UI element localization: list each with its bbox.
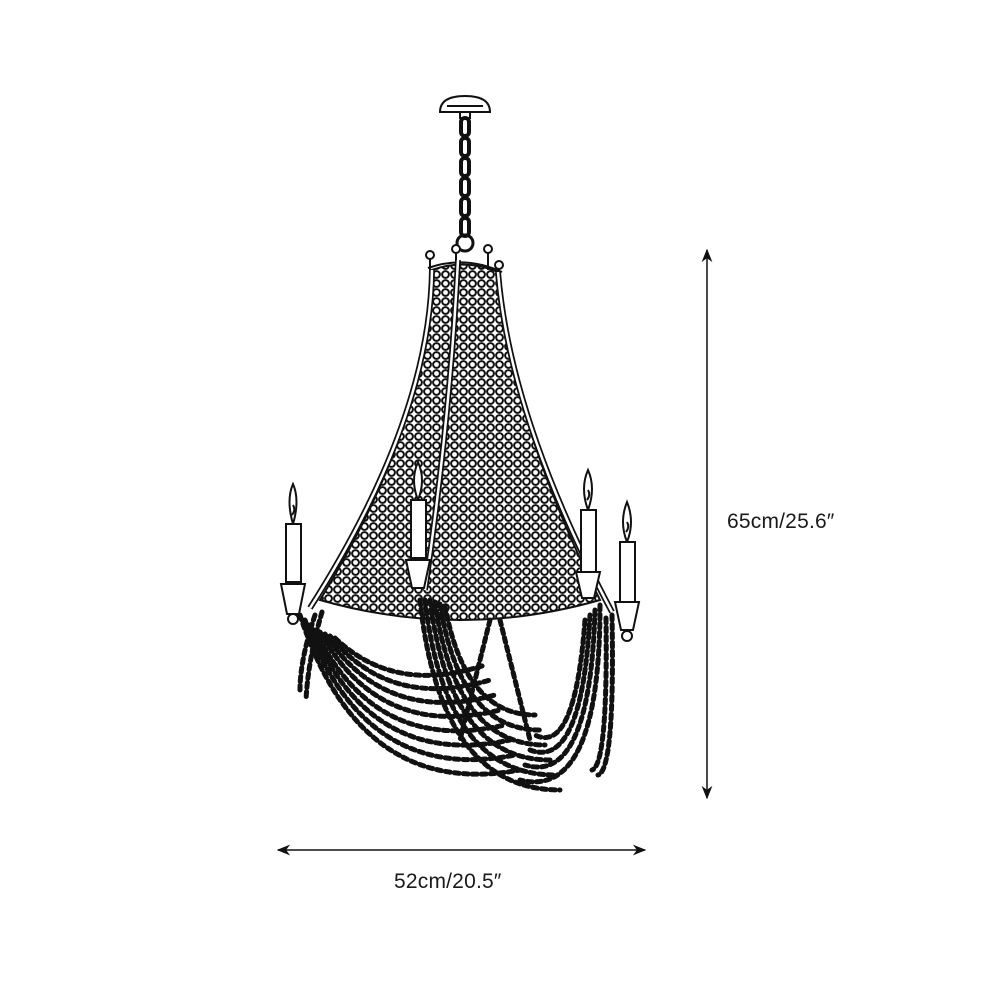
candle-arm-3	[574, 467, 602, 599]
top-finials	[425, 244, 504, 280]
candle-arm-1	[279, 481, 307, 625]
width-dimension-label: 52cm/20.5″	[394, 870, 502, 893]
hanging-chain	[455, 116, 475, 253]
beaded-body	[307, 259, 615, 621]
candle-arm-4	[613, 499, 641, 642]
candle-arm-2	[404, 459, 432, 589]
height-dimension-label: 65cm/25.6″	[727, 510, 835, 533]
beaded-swags	[297, 597, 615, 793]
ceiling-canopy	[438, 94, 492, 119]
